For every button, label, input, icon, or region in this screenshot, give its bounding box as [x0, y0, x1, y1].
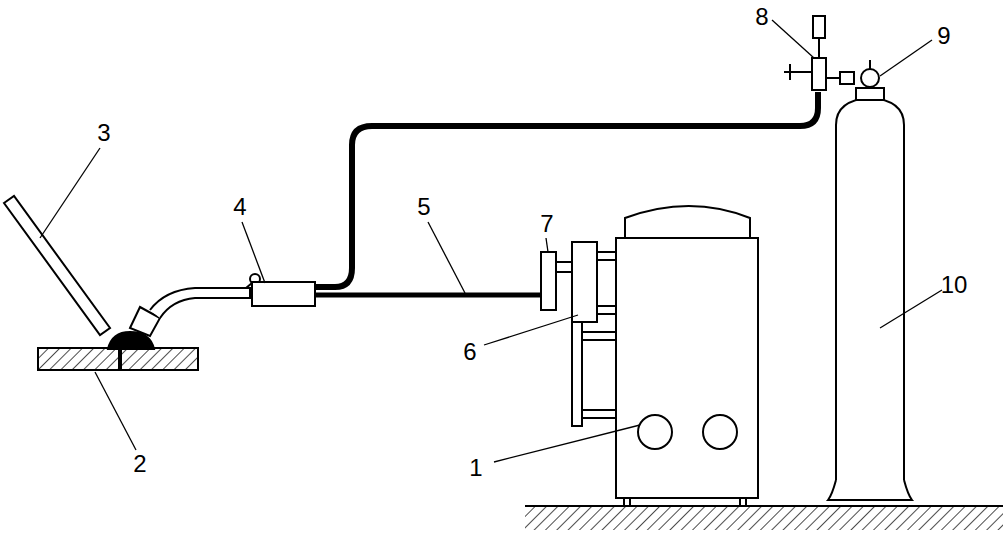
callout-number: 7 — [540, 212, 553, 236]
leader-lines — [40, 20, 942, 462]
callout-number: 2 — [133, 452, 146, 476]
callout-number: 3 — [97, 121, 110, 145]
callout-number: 10 — [941, 273, 968, 297]
callout-number: 6 — [463, 340, 476, 364]
callout-number: 1 — [469, 456, 482, 480]
callout-number: 9 — [937, 24, 950, 48]
callout-number: 4 — [233, 195, 246, 219]
callout-number: 5 — [417, 195, 430, 219]
callout-number: 8 — [755, 5, 768, 29]
